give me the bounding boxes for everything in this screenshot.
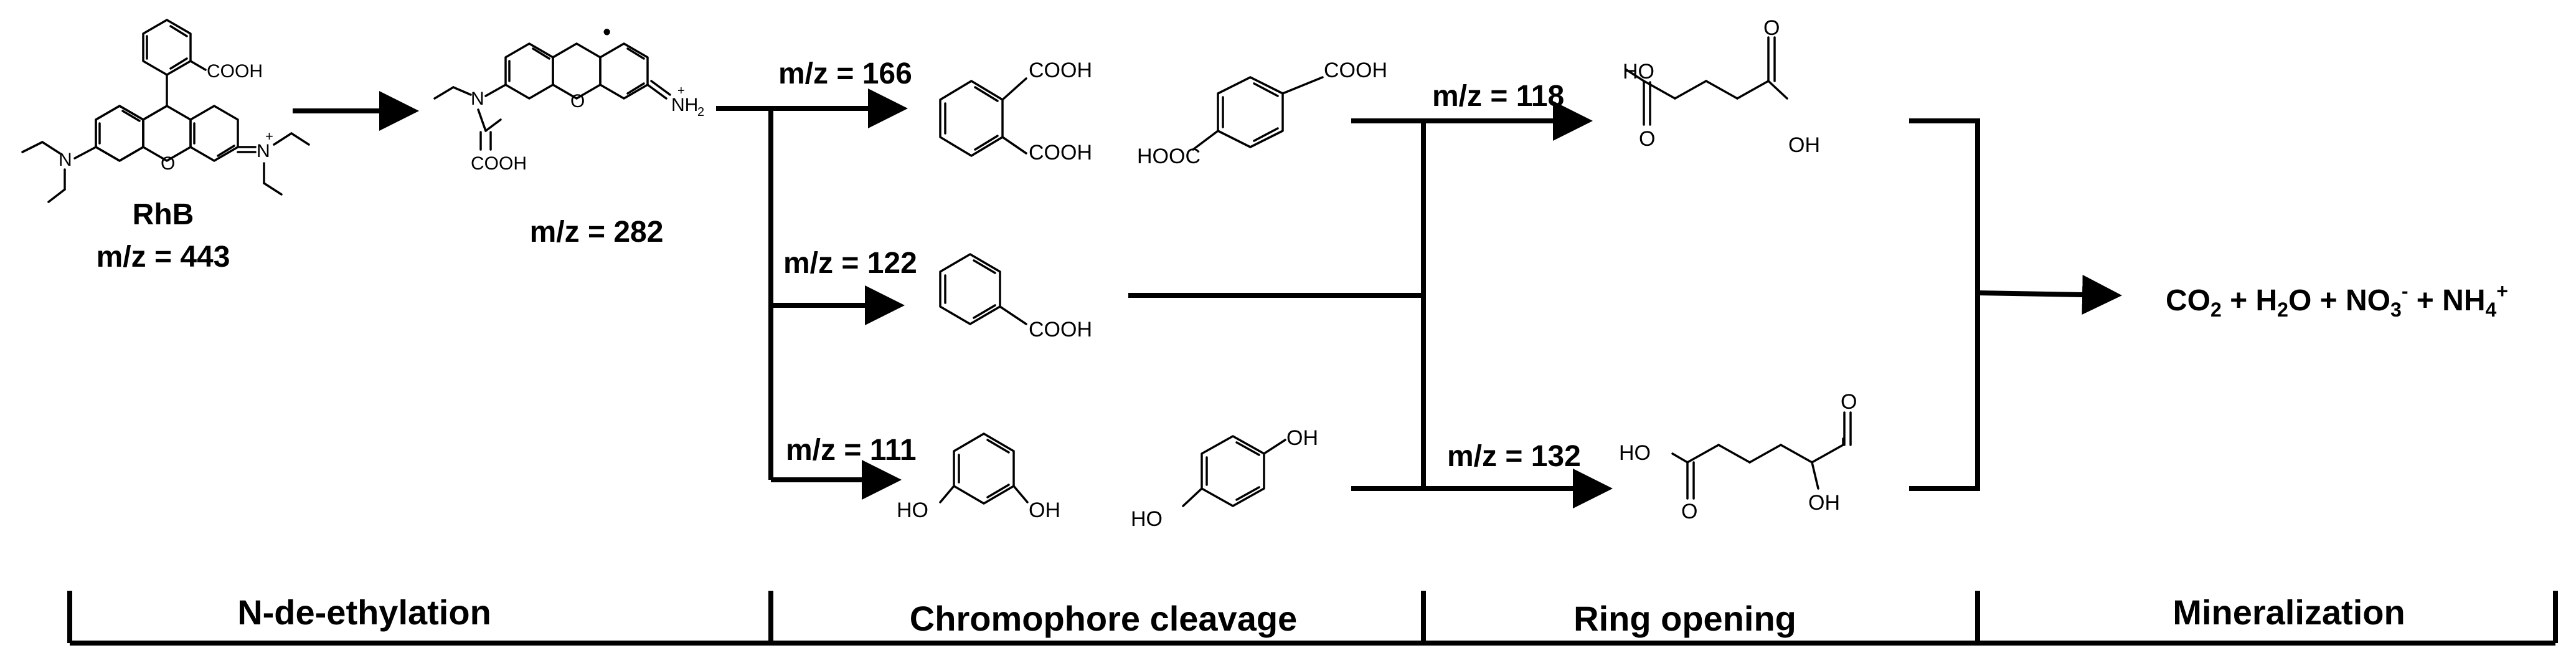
int282-o-label: O bbox=[570, 91, 585, 112]
p111-mz: m/z = 111 bbox=[786, 434, 917, 467]
succinic-o-top: O bbox=[1763, 16, 1780, 40]
glutaric-o-top: O bbox=[1841, 390, 1857, 414]
stage-label-mineralization: Mineralization bbox=[2173, 593, 2405, 632]
rhb-mz: m/z = 443 bbox=[97, 241, 230, 274]
terephthalic-hooc: HOOC bbox=[1137, 145, 1201, 168]
p122-mz: m/z = 122 bbox=[783, 247, 917, 280]
phthalic-cooh-top: COOH bbox=[1029, 59, 1092, 82]
succinic-ho: HO bbox=[1623, 60, 1654, 83]
rhb-o-label: O bbox=[161, 153, 175, 174]
resorcinol-ho: HO bbox=[897, 498, 928, 522]
phthalic-cooh-bottom: COOH bbox=[1029, 141, 1092, 165]
benzoic-cooh: COOH bbox=[1029, 318, 1092, 341]
int282-mz: m/z = 282 bbox=[530, 216, 664, 249]
succinic-o-bottom: O bbox=[1639, 127, 1655, 151]
rhb-n-plus: + bbox=[265, 128, 273, 144]
int282-nh2-sub: 2 bbox=[697, 105, 704, 119]
glutaric-o-bottom: O bbox=[1681, 500, 1697, 523]
glutaric-oh: OH bbox=[1808, 491, 1840, 515]
hydroquinone-ho: HO bbox=[1131, 507, 1163, 531]
benzoic-acid-structure: COOH bbox=[939, 253, 1092, 341]
int282-nh2-label: NH bbox=[671, 95, 698, 115]
succinic-acid-structure: HO O O OH bbox=[1623, 16, 1820, 157]
int282-cooh-label: COOH bbox=[471, 153, 527, 174]
stage-label-chromophore-cleavage: Chromophore cleavage bbox=[910, 599, 1297, 638]
stage-label-n-de-ethylation: N-de-ethylation bbox=[237, 593, 491, 632]
rhb-cooh-label: COOH bbox=[207, 61, 263, 82]
rhb-name: RhB bbox=[133, 198, 194, 231]
int282-dot: • bbox=[603, 19, 611, 45]
glutaric-ho: HO bbox=[1619, 441, 1651, 465]
glutaric-acid-structure: HO O O OH bbox=[1619, 390, 1857, 523]
stage-timeline bbox=[67, 591, 2558, 646]
p118-mz: m/z = 118 bbox=[1432, 80, 1564, 113]
stage-label-ring-opening: Ring opening bbox=[1573, 599, 1796, 638]
int282-nh2-plus: + bbox=[677, 84, 685, 98]
phthalic-acid-structure: COOH COOH bbox=[939, 59, 1092, 165]
mineralization-bracket bbox=[1909, 118, 1980, 491]
resorcinol-oh: OH bbox=[1029, 498, 1060, 522]
p166-mz: m/z = 166 bbox=[778, 57, 912, 90]
mineralization-products: CO2 + H2O + NO3- + NH4+ bbox=[2166, 280, 2508, 321]
hydroquinone-oh: OH bbox=[1286, 426, 1318, 450]
arrow-to-mineralization bbox=[1977, 275, 2122, 315]
resorcinol-structure: HO OH bbox=[897, 432, 1060, 522]
int282-n-label: N bbox=[471, 88, 484, 109]
hydroquinone-structure: OH HO bbox=[1131, 426, 1318, 531]
terephthalic-cooh: COOH bbox=[1324, 59, 1387, 82]
int282-structure: • O NH 2 + N COOH bbox=[433, 19, 704, 174]
rhb-structure: COOH O N N + bbox=[21, 19, 310, 203]
rhb-n-right-label: N bbox=[257, 141, 270, 161]
terephthalic-acid-structure: COOH HOOC bbox=[1137, 59, 1387, 168]
p132-mz: m/z = 132 bbox=[1447, 440, 1581, 473]
succinic-oh: OH bbox=[1788, 133, 1820, 157]
rhb-n-left-label: N bbox=[59, 150, 72, 170]
